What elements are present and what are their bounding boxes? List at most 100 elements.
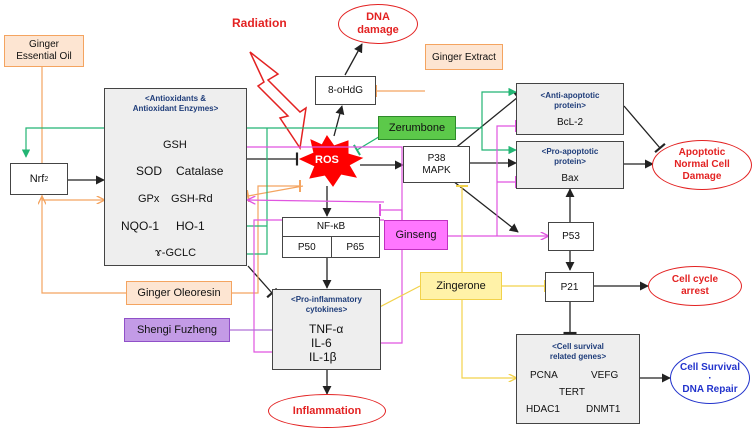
cytokines-box bbox=[272, 289, 381, 370]
edge-bcl2-inhibit-apoptotic bbox=[623, 105, 666, 154]
dna-damage-oval: DNA damage bbox=[338, 4, 418, 44]
vefg-label: VEFG bbox=[591, 370, 619, 381]
il1b-label: IL-1β bbox=[309, 350, 337, 364]
pcna-label: PCNA bbox=[530, 370, 558, 381]
survival-genes-header-line1: <Cell survival bbox=[552, 342, 604, 351]
p21-box: P21 bbox=[545, 272, 594, 302]
zingerone-box: Zingerone bbox=[420, 272, 502, 300]
p65-label: P65 bbox=[346, 241, 365, 253]
nfkb-label: NF-κB bbox=[283, 218, 379, 237]
bax-label: Bax bbox=[561, 172, 579, 184]
cytokines-header: <Pro-inflammatory cytokines> bbox=[272, 295, 381, 315]
anti-apoptotic-header-line1: <Anti-apoptotic bbox=[540, 90, 600, 100]
shengi-fuzheng-box: Shengi Fuzheng bbox=[124, 318, 230, 342]
edge-ginseng-gsh-rd bbox=[248, 200, 385, 202]
edge-zerumbone-bcl2 bbox=[456, 87, 517, 129]
edge-ohdg-dna bbox=[344, 43, 363, 76]
nqo1-label: NQO-1 bbox=[121, 219, 160, 233]
dna-damage-label: DNA damage bbox=[357, 11, 399, 36]
survival-genes-box bbox=[516, 334, 640, 424]
gclc-label: ɤ-GCLC bbox=[155, 247, 197, 259]
edge-zingerone-survival bbox=[461, 300, 516, 378]
anti-apoptotic-box: <Anti-apoptotic protein> BcL-2 bbox=[516, 83, 624, 135]
catalase-label: Catalase bbox=[176, 164, 224, 178]
edge-ginseng-inhibit-il6 bbox=[372, 229, 403, 349]
edge-oleoresin-nrf2 bbox=[42, 197, 126, 294]
inflammation-label: Inflammation bbox=[292, 404, 362, 417]
cell-survival-oval: Cell Survival · DNA Repair bbox=[670, 352, 750, 404]
mapk-label: MAPK bbox=[422, 164, 451, 176]
survival-genes-header: <Cell survival related genes> bbox=[516, 342, 640, 362]
cytokines-header-line1: <Pro-inflammatory bbox=[291, 295, 362, 304]
antioxidants-header: <Antioxidants & Antioxidant Enzymes> bbox=[104, 94, 247, 114]
antioxidants-box bbox=[104, 88, 247, 266]
nfkb-box: NF-κB P50 P65 bbox=[282, 217, 380, 258]
tnf-label: TNF-α bbox=[309, 322, 344, 336]
edge-ginseng-gsh bbox=[184, 147, 403, 229]
ginger-extract-label: Ginger Extract bbox=[432, 51, 496, 63]
inflammation-oval: Inflammation bbox=[268, 394, 386, 428]
dnmt1-label: DNMT1 bbox=[586, 404, 621, 415]
ginger-oleoresin-label: Ginger Oleoresin bbox=[137, 287, 221, 299]
cytokines-header-line2: cytokines> bbox=[305, 305, 348, 314]
edge-ginseng-bcl2 bbox=[496, 120, 517, 236]
p53-label: P53 bbox=[562, 231, 580, 242]
apoptotic-damage-oval: Apoptotic Normal Cell Damage bbox=[652, 140, 752, 190]
ginger-extract-box: Ginger Extract bbox=[425, 44, 503, 70]
p53-box: P53 bbox=[548, 222, 594, 251]
edge-oleoresin-inhibit-ros bbox=[232, 180, 301, 294]
edge-antiox-inhibit-cytokines bbox=[247, 265, 278, 299]
edge-p38-p53 bbox=[452, 180, 519, 233]
bcl2-label: BcL-2 bbox=[556, 116, 584, 128]
ginger-essential-oil-box: Ginger Essential Oil bbox=[4, 35, 84, 67]
il6-label: IL-6 bbox=[311, 336, 332, 350]
pro-apoptotic-header-line2: protein> bbox=[554, 156, 586, 166]
edge-zingerone-inhibit-cytokines bbox=[370, 285, 421, 316]
ros-label: ROS bbox=[315, 154, 339, 166]
dna-repair-label: DNA Repair bbox=[682, 383, 738, 395]
zerumbone-label: Zerumbone bbox=[388, 122, 446, 134]
cell-cycle-arrest-label: Cell cycle arrest bbox=[671, 274, 719, 297]
survival-genes-header-line2: related genes> bbox=[549, 352, 607, 361]
ohdg-box: 8-oHdG bbox=[315, 76, 376, 105]
ros-starburst bbox=[298, 135, 364, 187]
ginseng-box: Ginseng bbox=[384, 220, 448, 250]
cell-cycle-arrest-oval: Cell cycle arrest bbox=[648, 266, 742, 306]
ginger-oleoresin-box: Ginger Oleoresin bbox=[126, 281, 232, 305]
apoptotic-damage-label: Apoptotic Normal Cell Damage bbox=[674, 147, 730, 182]
p38-mapk-box: P38 MAPK bbox=[403, 146, 470, 183]
ginger-essential-oil-label: Ginger Essential Oil bbox=[16, 39, 72, 62]
ho1-label: HO-1 bbox=[176, 219, 205, 233]
edge-zerumbone-bax bbox=[481, 128, 517, 155]
ohdg-label: 8-oHdG bbox=[327, 85, 363, 96]
p38-label: P38 bbox=[427, 152, 446, 164]
pro-apoptotic-box: <Pro-apoptotic protein> Bax bbox=[516, 141, 624, 189]
nfkb-subunits: P50 P65 bbox=[283, 236, 379, 258]
p50-label: P50 bbox=[283, 236, 332, 258]
antioxidants-header-line2: Antioxidant Enzymes> bbox=[132, 104, 219, 113]
tert-label: TERT bbox=[559, 387, 585, 398]
gsh-rd-label: GSH-Rd bbox=[171, 193, 213, 205]
zingerone-label: Zingerone bbox=[436, 280, 486, 292]
zerumbone-box: Zerumbone bbox=[378, 116, 456, 140]
radiation-label: Radiation bbox=[232, 16, 287, 30]
hdac1-label: HDAC1 bbox=[526, 404, 560, 415]
p21-label: P21 bbox=[560, 281, 579, 293]
edge-ros-ohdg bbox=[333, 105, 345, 137]
cell-survival-separator: · bbox=[708, 372, 712, 384]
nrf2-label: Nrf bbox=[29, 173, 45, 185]
gsh-label: GSH bbox=[163, 139, 187, 151]
edge-ros-to-gsh-rd bbox=[245, 185, 304, 203]
anti-apoptotic-header-line2: protein> bbox=[554, 100, 586, 110]
edge-zerumbone-nrf2 bbox=[21, 127, 378, 158]
nrf2-subscript: 2 bbox=[44, 175, 49, 183]
antioxidants-header-line1: <Antioxidants & bbox=[144, 94, 207, 103]
gpx-label: GPx bbox=[138, 193, 160, 205]
cell-survival-label: Cell Survival bbox=[679, 361, 741, 373]
pro-apoptotic-header-line1: <Pro-apoptotic bbox=[541, 146, 599, 156]
lightning-bolt-icon bbox=[249, 51, 307, 151]
sod-label: SOD bbox=[136, 164, 163, 178]
edge-p38-inhibit-bcl2 bbox=[452, 91, 523, 151]
ginseng-label: Ginseng bbox=[395, 229, 437, 241]
